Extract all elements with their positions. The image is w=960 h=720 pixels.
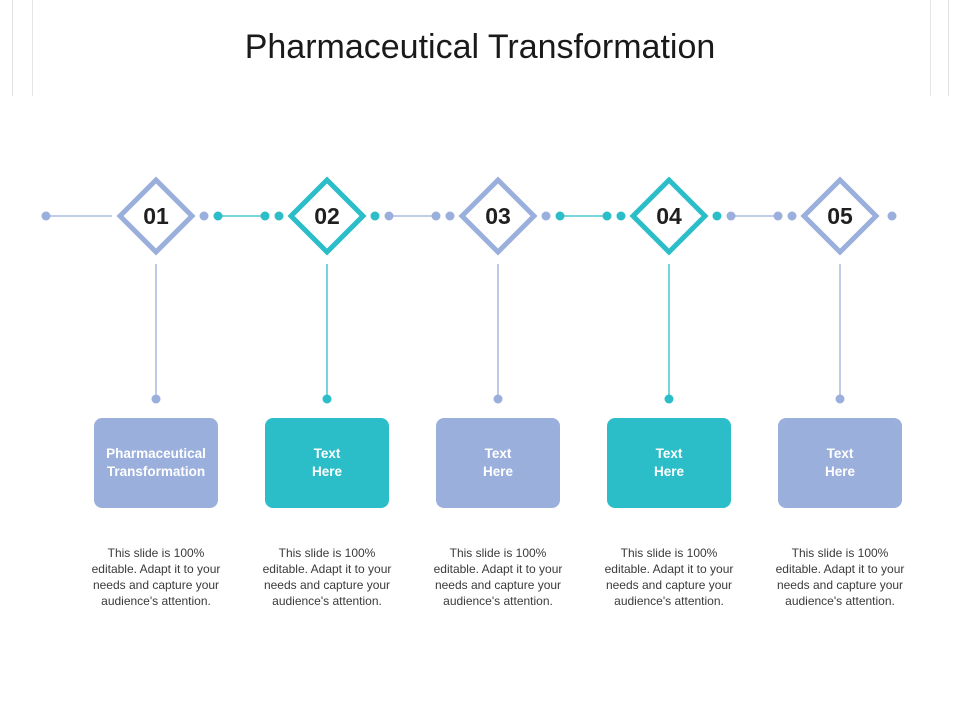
connector-dot <box>370 211 380 221</box>
connector-dot <box>445 211 455 221</box>
left-edge-line <box>12 0 13 96</box>
connector-dot <box>274 211 284 221</box>
left-edge-line <box>32 0 33 96</box>
step-number: 03 <box>485 203 511 229</box>
step-heading: Pharmaceutical Transformation <box>106 446 206 479</box>
connector-dot <box>493 394 503 404</box>
connector-dot <box>199 211 209 221</box>
connector-dot <box>773 211 783 221</box>
connector-dot <box>322 394 332 404</box>
step-description: This slide is 100% editable. Adapt it to… <box>262 546 392 608</box>
connector-dot <box>664 394 674 404</box>
step-card: Text Here <box>607 418 731 508</box>
connector-dot <box>151 394 161 404</box>
step-heading: Text Here <box>482 446 514 479</box>
step-description: This slide is 100% editable. Adapt it to… <box>604 546 734 608</box>
connector-dot <box>712 211 722 221</box>
connector-dot <box>260 211 270 221</box>
page-title: Pharmaceutical Transformation <box>244 28 716 66</box>
step-heading: Text Here <box>653 446 685 479</box>
right-edge-line <box>948 0 949 96</box>
step-number: 05 <box>827 203 853 229</box>
step-heading: Text Here <box>311 446 343 479</box>
connector-dot <box>616 211 626 221</box>
connector-dot <box>602 211 612 221</box>
step-number: 02 <box>314 203 340 229</box>
connector-dot <box>787 211 797 221</box>
step-heading: Text Here <box>824 446 856 479</box>
step-description: This slide is 100% editable. Adapt it to… <box>433 546 563 608</box>
connector-dot <box>541 211 551 221</box>
connector-dot <box>835 394 845 404</box>
right-edge-line <box>930 0 931 96</box>
step-card: Text Here <box>436 418 560 508</box>
step-diamond <box>458 176 538 256</box>
step-card: Pharmaceutical Transformation <box>94 418 218 508</box>
step-diamond <box>800 176 880 256</box>
step-number: 01 <box>143 203 169 229</box>
connector-dot <box>431 211 441 221</box>
step-description: This slide is 100% editable. Adapt it to… <box>775 546 905 608</box>
step-description: This slide is 100% editable. Adapt it to… <box>91 546 221 608</box>
step-diamond <box>116 176 196 256</box>
step-card: Text Here <box>265 418 389 508</box>
step-card: Text Here <box>778 418 902 508</box>
step-diamond <box>287 176 367 256</box>
step-diamond <box>629 176 709 256</box>
connector-dot <box>887 211 897 221</box>
step-number: 04 <box>656 203 682 229</box>
